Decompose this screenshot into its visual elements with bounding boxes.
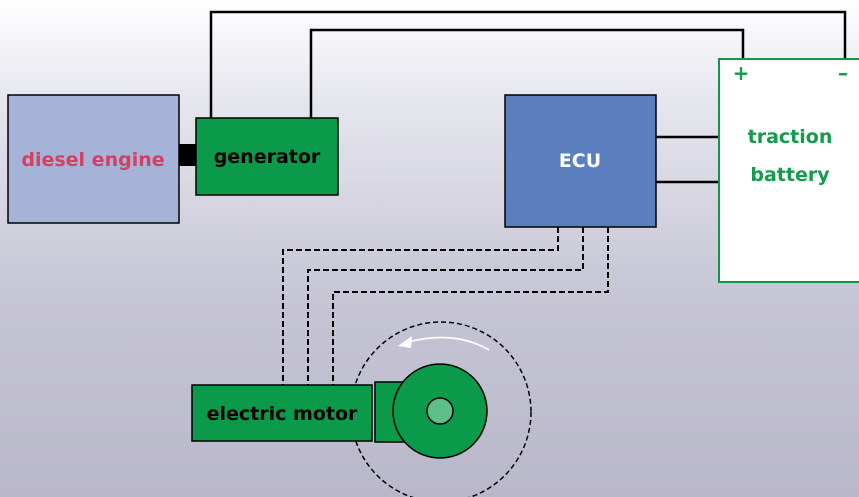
- shaft-coupling: [179, 144, 196, 166]
- diesel-engine-label: diesel engine: [21, 149, 164, 171]
- control-wires: [282, 227, 609, 385]
- wire-generator-to-battery-minus: [209, 10, 847, 118]
- electric-motor-box: [191, 384, 373, 442]
- ecu-label: ECU: [559, 150, 601, 172]
- battery-label-line1: traction: [748, 126, 833, 148]
- generator-label: generator: [214, 146, 321, 168]
- ecu-box: [504, 94, 657, 228]
- traction-battery-box: [718, 58, 859, 283]
- electric-motor-label: electric motor: [207, 403, 358, 425]
- motor-shaft-icon: [426, 397, 454, 425]
- wire-generator-to-battery-plus: [309, 28, 745, 118]
- power-wires: [209, 10, 847, 184]
- battery-plus-terminal: +: [733, 61, 750, 85]
- control-wire-3: [332, 227, 609, 385]
- rotation-arrow-icon: [398, 336, 490, 351]
- control-wire-1: [282, 227, 559, 385]
- diesel-engine-box: [7, 94, 180, 224]
- battery-minus-terminal: –: [838, 61, 848, 85]
- generator-box: [195, 117, 339, 196]
- control-wire-2: [307, 227, 584, 385]
- battery-label-line2: battery: [750, 164, 830, 186]
